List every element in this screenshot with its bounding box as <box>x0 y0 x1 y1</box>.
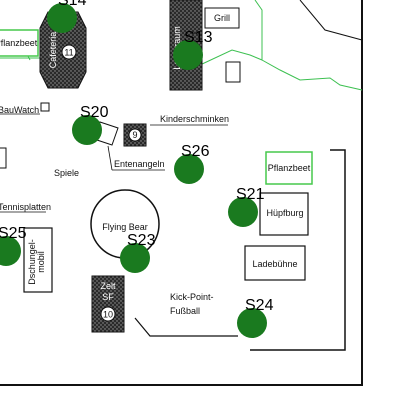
plant-bed-left-label: Pflanzbeet <box>0 38 38 48</box>
left-edge-box <box>0 147 7 169</box>
ladebuehne-label: Ladebühne <box>252 259 297 269</box>
stand-marker-s23[interactable] <box>120 243 150 273</box>
stand-marker-s21[interactable] <box>228 197 258 227</box>
stand-label-s14: S14 <box>58 0 87 9</box>
zelt-label-line2: SF <box>102 292 114 302</box>
dschungel-mobil-box <box>23 227 53 293</box>
ladebuehne-box <box>244 245 306 281</box>
flying-bear-label: Flying Bear <box>102 222 148 232</box>
grill-label: Grill <box>214 13 230 23</box>
entenangeln-pointer <box>107 145 113 171</box>
dschungel-label-line2: mobil <box>36 251 46 273</box>
plant-bed-right <box>265 151 313 185</box>
inner-boundary <box>250 149 346 351</box>
stand-marker-s26[interactable] <box>174 154 204 184</box>
kick-point-field-edge <box>134 317 238 337</box>
grill-box <box>204 7 240 29</box>
bauwatch-label: BauWatch <box>0 105 39 115</box>
cafeteria-label: Cafeteria <box>48 32 58 69</box>
stand-label-s13: S13 <box>184 29 213 46</box>
kick-point-label-line2: Fußball <box>170 306 200 316</box>
zelt-label-line1: Zelt <box>100 281 116 291</box>
plant-bed-left <box>0 29 39 57</box>
path-top-right <box>299 0 363 41</box>
tennisplatten-label: Tennisplatten <box>0 202 51 212</box>
stand-label-s20: S20 <box>80 104 109 121</box>
path-center <box>199 49 263 66</box>
stand-marker-s13[interactable] <box>173 40 203 70</box>
spiele-label: Spiele <box>54 168 79 178</box>
dschungel-label-line1: Dschungel- <box>27 239 37 285</box>
zelt-box <box>91 275 125 333</box>
stand-marker-s20[interactable] <box>72 115 102 145</box>
stand-label-s21: S21 <box>236 186 265 203</box>
site-boundary <box>0 0 363 386</box>
cafeteria-number-badge <box>61 44 77 60</box>
kick-point-label-line1: Kick-Point- <box>170 292 214 302</box>
path-right <box>254 0 363 91</box>
bauwatch-box <box>40 102 50 112</box>
kinderschminken-number: 9 <box>132 130 137 140</box>
huepfburg-label: Hüpfburg <box>266 208 303 218</box>
zelt-number: 10 <box>103 310 113 320</box>
stand-marker-s24[interactable] <box>237 308 267 338</box>
kinderschminken-badge <box>128 128 142 142</box>
plant-bed-right-label: Pflanzbeet <box>268 163 311 173</box>
kinderschminken-label: Kinderschminken <box>160 114 229 124</box>
stand-label-s23: S23 <box>127 232 156 249</box>
stand-label-s24: S24 <box>245 297 274 314</box>
entenangeln-label: Entenangeln <box>114 159 165 169</box>
stand-marker-s25[interactable] <box>0 236 21 266</box>
zelt-number-badge <box>100 306 116 322</box>
huepfburg-box <box>259 192 309 236</box>
stand-marker-s14[interactable] <box>47 3 77 33</box>
stand-label-s26: S26 <box>181 143 210 160</box>
stand-label-s25: S25 <box>0 225 27 242</box>
small-box <box>225 61 241 83</box>
cafeteria-number: 11 <box>64 48 73 58</box>
